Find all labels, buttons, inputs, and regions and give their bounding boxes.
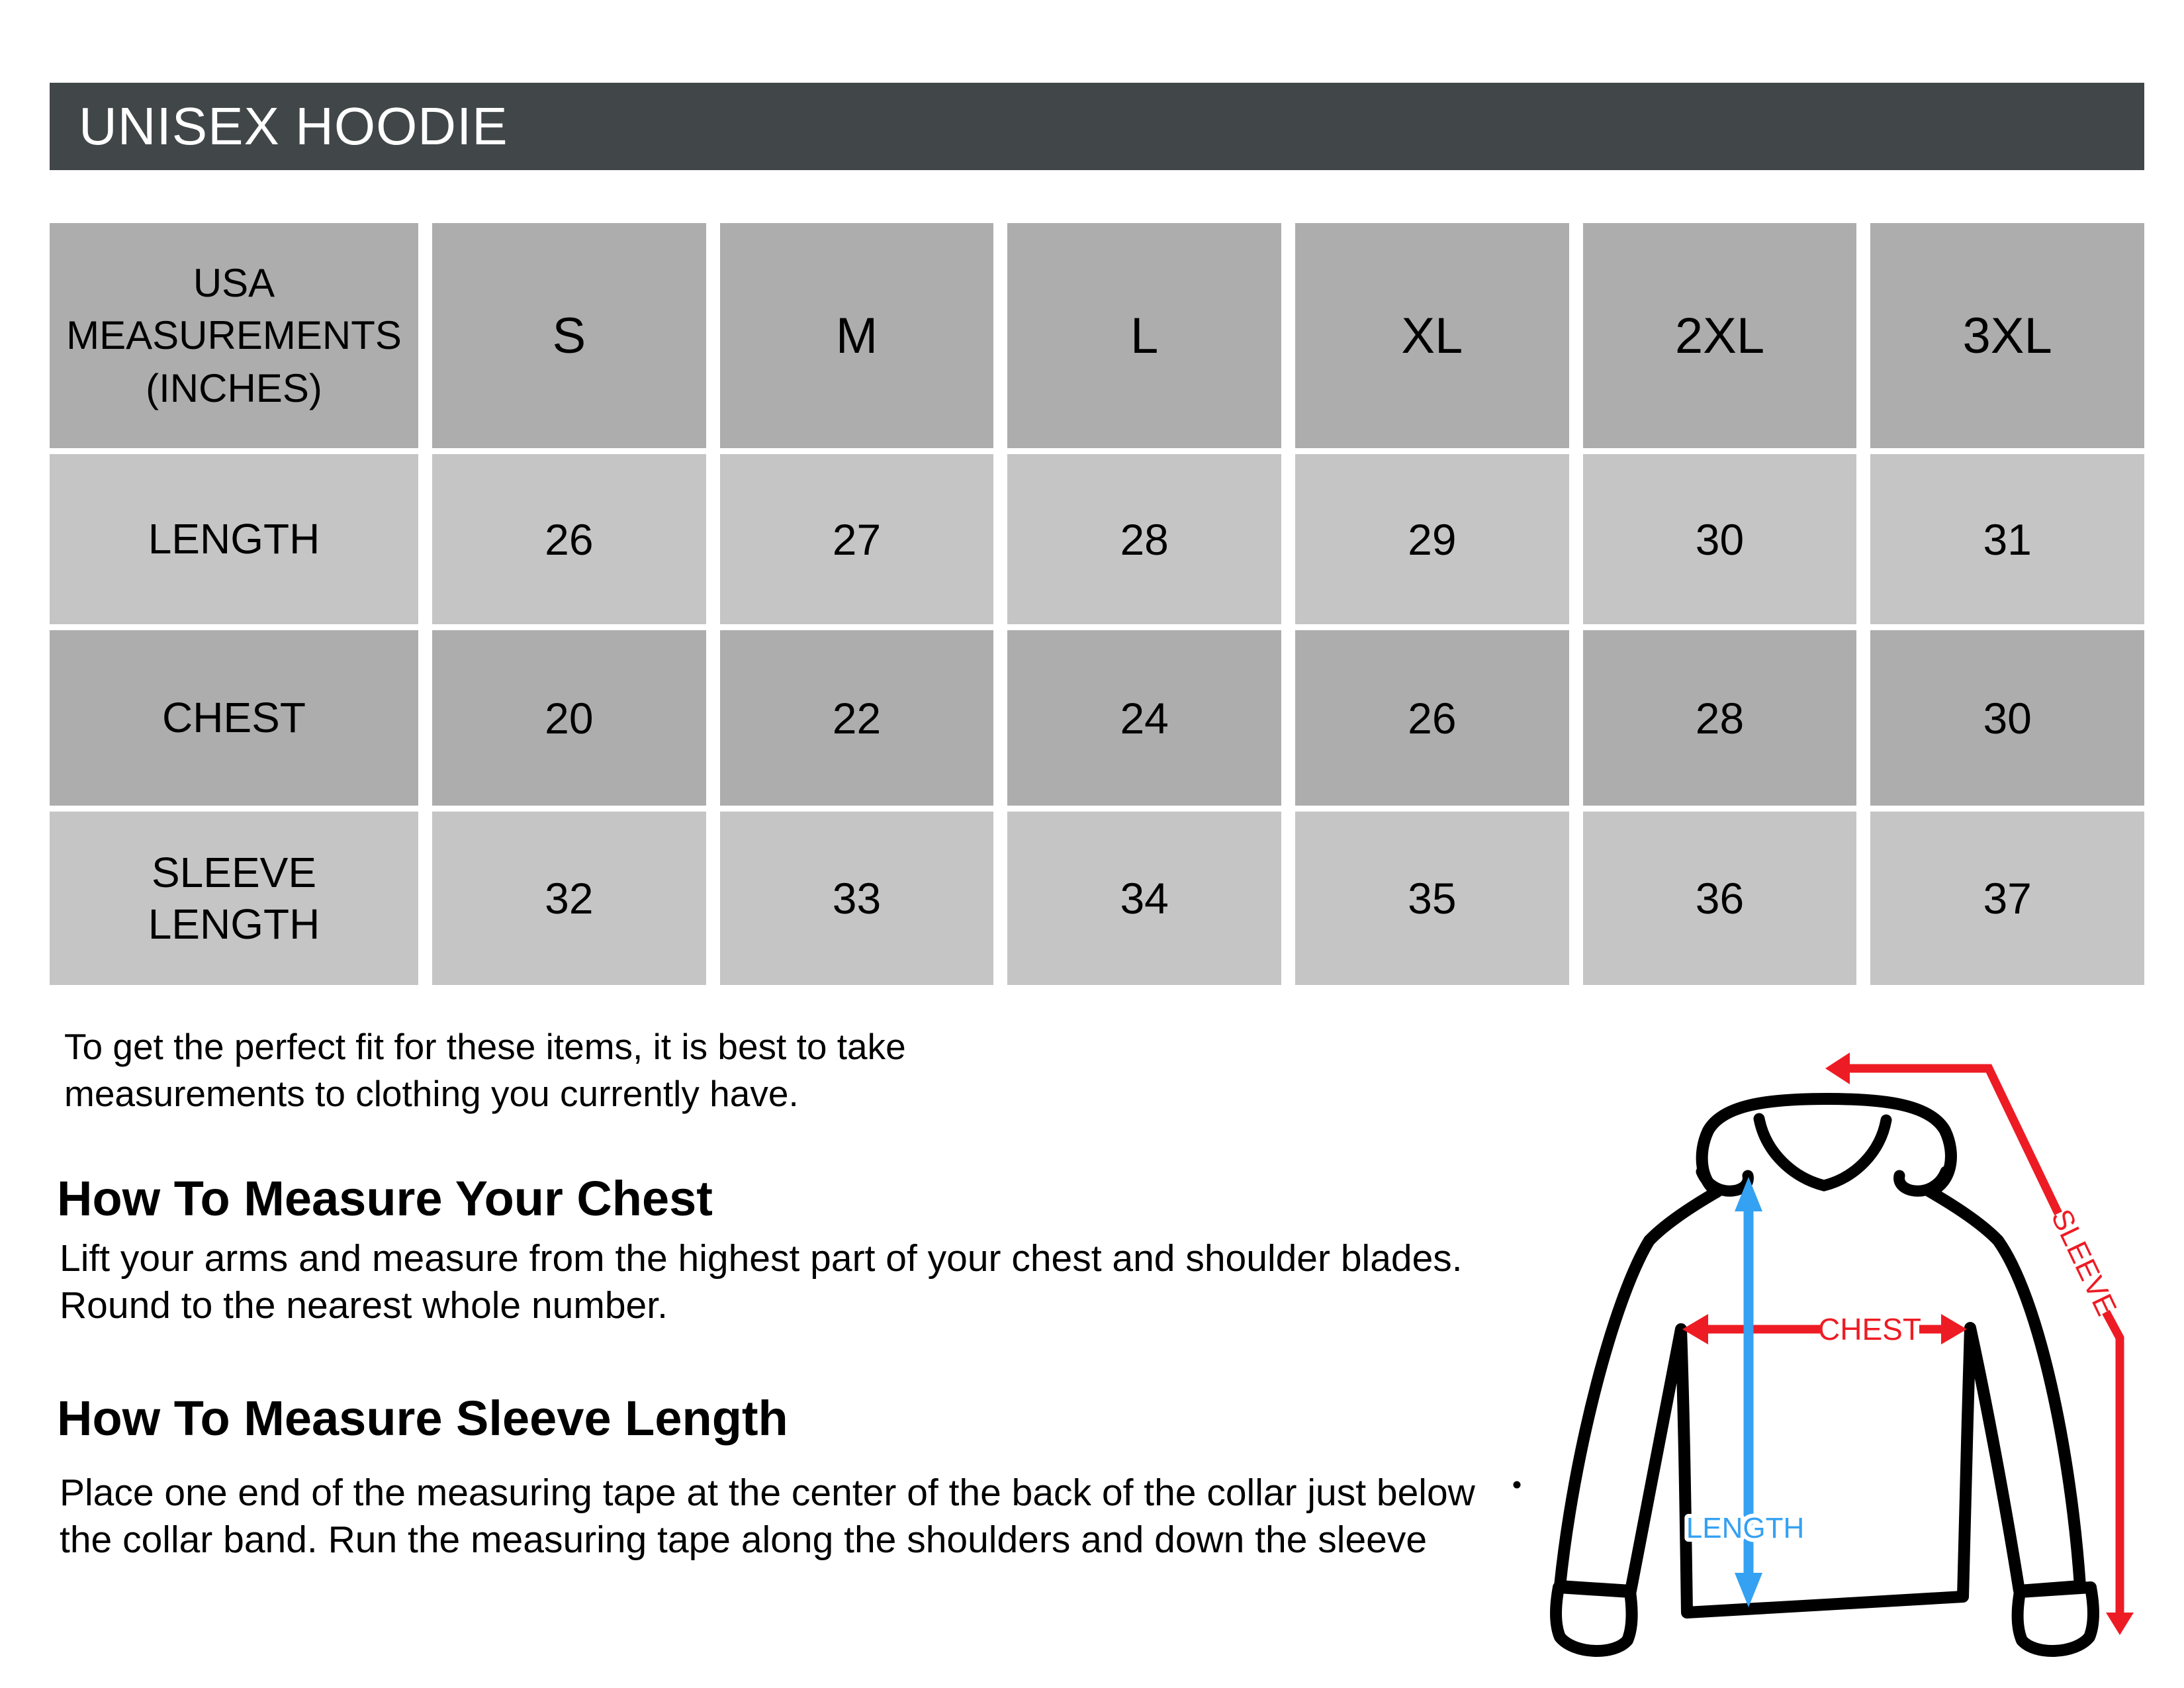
- sleeve-arrowhead-bottom: [2106, 1613, 2134, 1635]
- value-cell: 32: [432, 812, 706, 985]
- value-cell: 35: [1295, 812, 1569, 985]
- right-cuff: [2011, 1581, 2099, 1657]
- section-body-chest: Lift your arms and measure from the high…: [60, 1237, 1463, 1327]
- row-label-cell: SLEEVE LENGTH: [50, 812, 418, 985]
- size-header-cell: M: [719, 223, 994, 448]
- length-arrow: LENGTH: [1682, 1177, 1808, 1607]
- section-heading-chest: How To Measure Your Chest: [57, 1171, 713, 1226]
- hoodie-body-outline: [1554, 1093, 2086, 1618]
- chest-label: CHEST: [1818, 1312, 1921, 1346]
- chest-arrowhead-left: [1682, 1314, 1708, 1344]
- size-chart-table: USA MEASUREMENTS (INCHES) S M L XL 2XL 3…: [50, 223, 2144, 985]
- value-cell: 20: [432, 630, 706, 806]
- row-label-cell: LENGTH: [50, 454, 418, 624]
- value-cell: 28: [1007, 454, 1281, 624]
- value-cell: 34: [1007, 812, 1281, 985]
- size-header-cell: 2XL: [1582, 223, 1857, 448]
- left-cuff: [1550, 1581, 1638, 1657]
- length-arrowhead-top: [1735, 1177, 1762, 1211]
- value-cell: 26: [432, 454, 706, 624]
- sleeve-arrow-line: [1848, 1064, 2124, 1614]
- hoodie-diagram: SLEEVE CHEST LENGTH: [1513, 1053, 2134, 1657]
- value-cell: 24: [1007, 630, 1281, 806]
- value-cell: 28: [1582, 630, 1857, 806]
- length-label: LENGTH: [1686, 1512, 1804, 1544]
- section-heading-sleeve: How To Measure Sleeve Length: [57, 1391, 788, 1446]
- value-cell: 22: [719, 630, 994, 806]
- size-header-cell: XL: [1295, 223, 1569, 448]
- size-header-cell: L: [1007, 223, 1281, 448]
- section-body-sleeve: Place one end of the measuring tape at t…: [60, 1472, 1475, 1561]
- value-cell: 30: [1582, 454, 1857, 624]
- sleeve-arrowhead-left: [1825, 1053, 1850, 1084]
- value-cell: 37: [1870, 812, 2144, 985]
- value-cell: 36: [1582, 812, 1857, 985]
- value-cell: 29: [1295, 454, 1569, 624]
- value-cell: 26: [1295, 630, 1569, 806]
- title-bar: UNISEX HOODIE: [50, 83, 2144, 170]
- size-header-cell: 3XL: [1870, 223, 2144, 448]
- corner-header-cell: USA MEASUREMENTS (INCHES): [50, 223, 418, 448]
- page-title: UNISEX HOODIE: [79, 97, 508, 156]
- length-arrowhead-bottom: [1735, 1573, 1762, 1607]
- sleeve-label: SLEEVE: [2045, 1204, 2123, 1321]
- value-cell: 27: [719, 454, 994, 624]
- fit-note: To get the perfect fit for these items, …: [64, 1026, 906, 1114]
- value-cell: 33: [719, 812, 994, 985]
- hoodie-outline: [1550, 1093, 2099, 1657]
- row-label-cell: CHEST: [50, 630, 418, 806]
- chest-arrowhead-right: [1941, 1314, 1967, 1344]
- value-cell: 30: [1870, 630, 2144, 806]
- value-cell: 31: [1870, 454, 2144, 624]
- size-header-cell: S: [432, 223, 706, 448]
- neck-v-line: [1753, 1113, 1892, 1192]
- chest-arrow: CHEST: [1682, 1312, 1967, 1346]
- hood-right-curl: [1893, 1166, 1952, 1197]
- stray-dot: [1513, 1481, 1521, 1489]
